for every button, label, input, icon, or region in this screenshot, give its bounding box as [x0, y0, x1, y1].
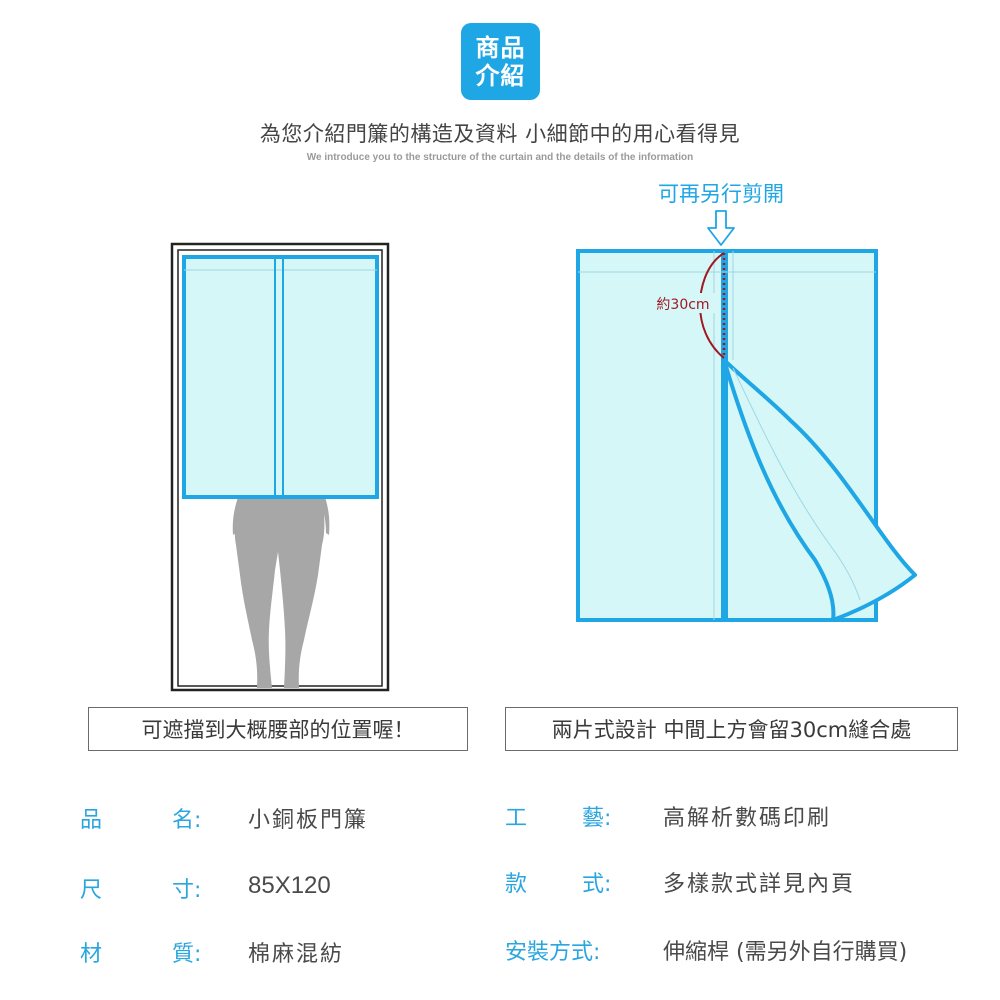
cut-label: 可再另行剪開	[658, 182, 784, 206]
intro-subheading: We introduce you to the structure of the…	[306, 152, 694, 163]
right-caption: 兩片式設計 中間上方會留30cm縫合處	[505, 707, 958, 751]
spec-material-label-b: 質:	[172, 942, 202, 967]
right-curtain	[576, 249, 917, 622]
spec-size-value: 85X120	[248, 872, 331, 899]
spec-size-label-a: 尺	[80, 878, 103, 903]
spec-name-label-a: 品	[80, 808, 103, 833]
measure-label: 約30cm	[656, 297, 709, 313]
product-intro-badge: 商品 介紹	[461, 23, 540, 100]
spec-material-label-a: 材	[80, 942, 103, 967]
spec-craft-label-b: 藝:	[582, 806, 612, 831]
left-curtain	[182, 255, 379, 499]
left-caption-text: 可遮擋到大概腰部的位置喔！	[141, 718, 415, 742]
door-frame	[170, 242, 390, 692]
spec-name-label-b: 名:	[172, 808, 202, 833]
spec-name-value: 小銅板門簾	[248, 808, 369, 833]
spec-craft-label-a: 工	[505, 806, 528, 831]
spec-size-label-b: 寸:	[172, 878, 202, 903]
spec-style-label-a: 款	[505, 872, 528, 897]
right-caption-text: 兩片式設計 中間上方會留30cm縫合處	[551, 718, 912, 742]
spec-material-value: 棉麻混紡	[248, 942, 345, 967]
spec-install-value: 伸縮桿 (需另外自行購買)	[663, 940, 908, 965]
spec-style-value: 多樣款式詳見內頁	[663, 872, 856, 897]
badge-line-1: 商品	[475, 33, 526, 62]
left-caption: 可遮擋到大概腰部的位置喔！	[88, 707, 468, 751]
spec-install-label: 安裝方式:	[505, 940, 601, 965]
curtain-illustrations: 可再另行剪開 約30cm	[170, 182, 917, 692]
intro-heading: 為您介紹門簾的構造及資料 小細節中的用心看得見	[259, 122, 741, 146]
badge-line-2: 介紹	[475, 61, 526, 90]
spec-style-label-b: 式:	[582, 872, 612, 897]
cut-arrow-icon	[707, 210, 735, 246]
person-silhouette	[232, 497, 330, 688]
spec-craft-value: 高解析數碼印刷	[663, 806, 832, 831]
